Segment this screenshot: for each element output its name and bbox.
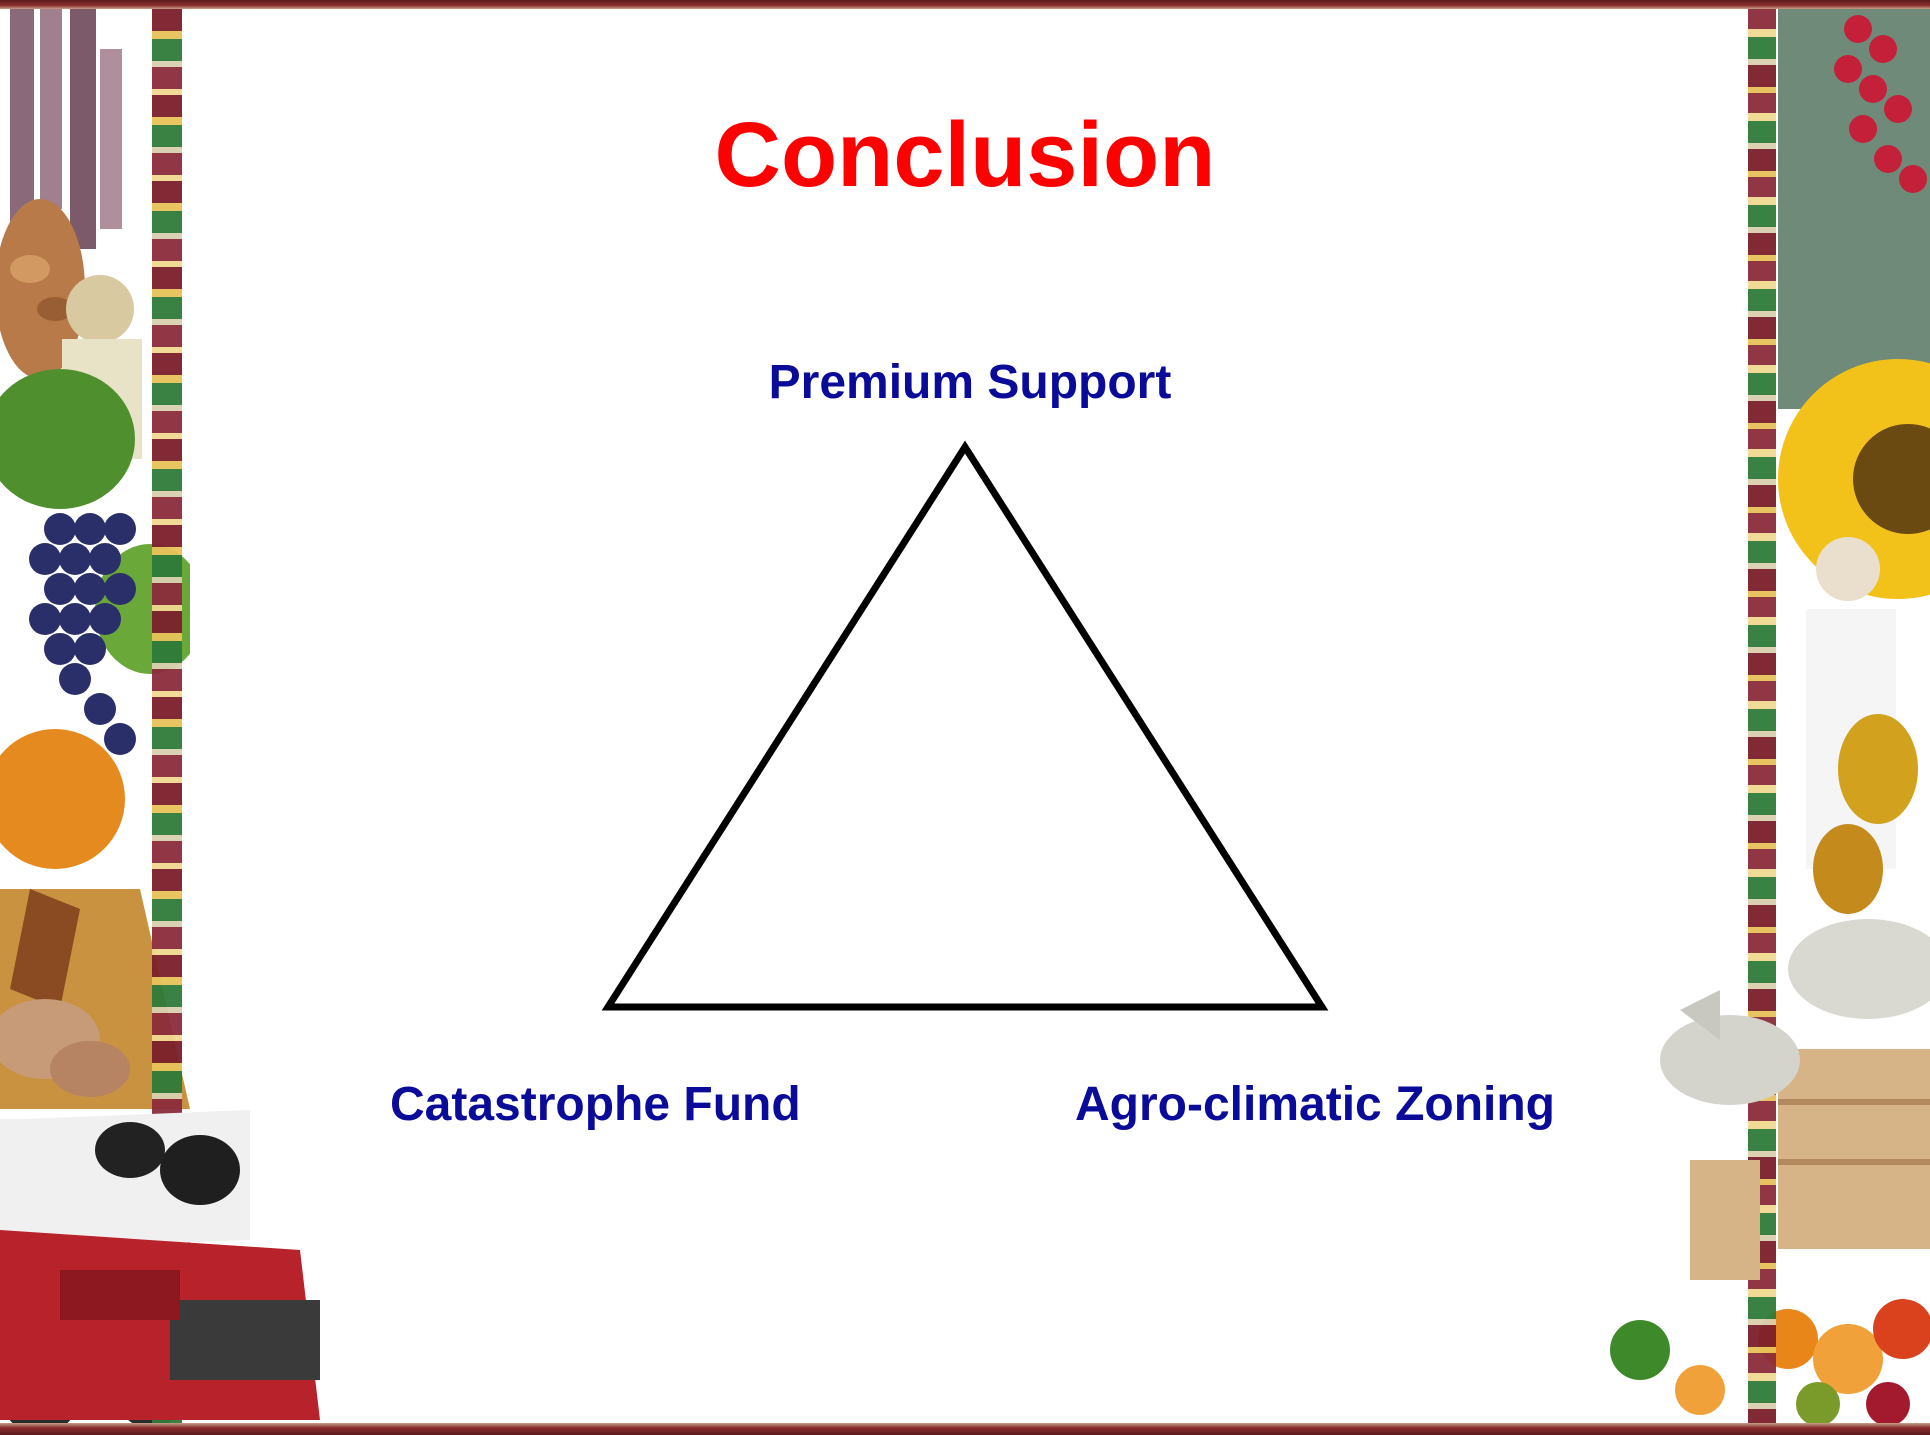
left-decorative-border bbox=[0, 9, 190, 1423]
bottom-border-rule bbox=[0, 1423, 1930, 1435]
right-collage-image bbox=[1748, 9, 1930, 1423]
triangle-diagram bbox=[601, 440, 1329, 1011]
triangle-shape bbox=[601, 440, 1329, 1011]
vertex-label-agro-climatic-zoning: Agro-climatic Zoning bbox=[1075, 1078, 1555, 1131]
left-border-stripe bbox=[152, 9, 182, 1423]
top-border-rule bbox=[0, 0, 1930, 9]
right-decorative-border bbox=[1748, 9, 1930, 1423]
right-border-stripe bbox=[1748, 9, 1776, 1423]
vertex-label-catastrophe-fund: Catastrophe Fund bbox=[390, 1078, 801, 1131]
vertex-label-premium-support: Premium Support bbox=[768, 356, 1172, 409]
slide-title: Conclusion bbox=[714, 104, 1216, 206]
